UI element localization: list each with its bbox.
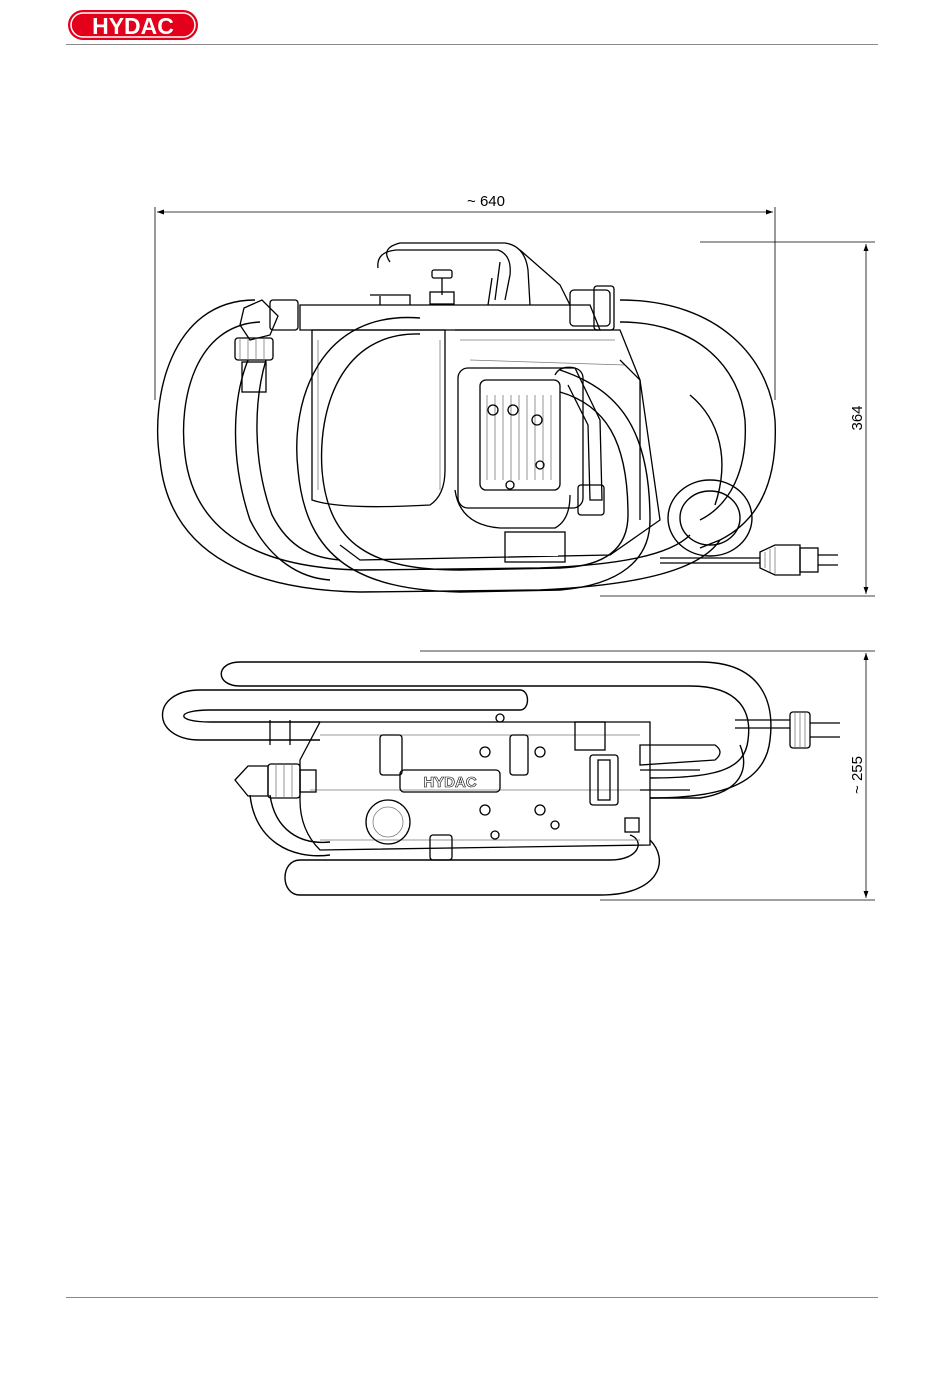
height-dimension-label: 364 [849,405,866,430]
nameplate-text: HYDAC [423,774,477,791]
side-view: ~ 640 364 [155,193,875,596]
width-dimension-label: ~ 640 [467,193,505,210]
pump-housing [235,243,660,562]
depth-dimension: ~ 255 [420,651,875,900]
height-dimension: 364 [600,242,875,596]
side-view-hoses [158,300,838,592]
depth-dimension-label: ~ 255 [849,756,866,794]
top-view: ~ 255 HYDAC [163,651,876,900]
footer-rule [66,1297,878,1298]
